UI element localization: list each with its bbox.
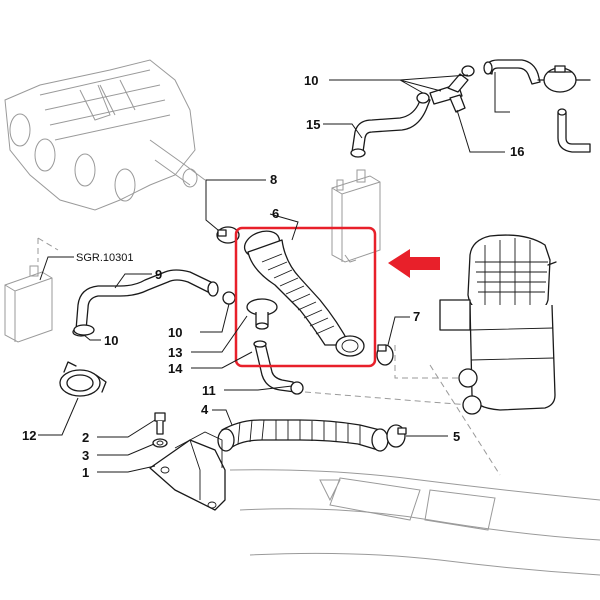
callout-8: 8: [270, 172, 277, 187]
callout-11: 12: [22, 428, 36, 443]
oil-separator-left: [4, 265, 53, 343]
callout-10-lower: 11: [202, 383, 216, 398]
callout-12: 13: [168, 345, 182, 360]
leader-lines: [38, 72, 510, 473]
bracket-11: [59, 361, 107, 397]
callout-labels: 10 15 16 8 6 7 SGR.10301 9 10 10 13 14 1…: [22, 73, 524, 480]
hose-4: [217, 419, 389, 452]
callout-1: 1: [82, 465, 89, 480]
hose-6: [243, 230, 365, 357]
clip-7: [376, 344, 394, 366]
callout-10-top: 10: [304, 73, 318, 88]
indicator-arrow: [388, 249, 440, 278]
bracket-1: [149, 431, 226, 511]
callout-10-mid: 10: [168, 325, 182, 340]
clip-5: [386, 424, 407, 448]
hose-9: [72, 269, 236, 337]
exhaust-manifold: [4, 59, 206, 211]
part-13-elbow: [253, 340, 304, 395]
callout-10-left: 10: [104, 333, 118, 348]
bolt-2: [154, 412, 166, 435]
callout-13: 14: [168, 361, 183, 376]
highlight-box: [234, 226, 377, 368]
callout-3: 3: [82, 448, 89, 463]
part-12-valve: [246, 298, 278, 330]
callout-2: 2: [82, 430, 89, 445]
washer-3: [152, 438, 168, 448]
callout-15: 16: [510, 144, 524, 159]
callout-4: 4: [201, 402, 209, 417]
callout-9: 9: [155, 267, 162, 282]
reference-lines: [37, 237, 501, 476]
callout-7: 7: [413, 309, 420, 324]
callout-5: 5: [453, 429, 460, 444]
top-hose-assembly: [350, 59, 591, 158]
callout-14: 15: [306, 117, 320, 132]
body-panel-outline: [229, 469, 600, 576]
reference-code: SGR.10301: [76, 252, 133, 264]
oil-separator-upper: [331, 169, 381, 263]
air-filter-housing: [439, 234, 557, 415]
clip-8: [216, 226, 240, 244]
callout-6: 6: [272, 206, 279, 221]
